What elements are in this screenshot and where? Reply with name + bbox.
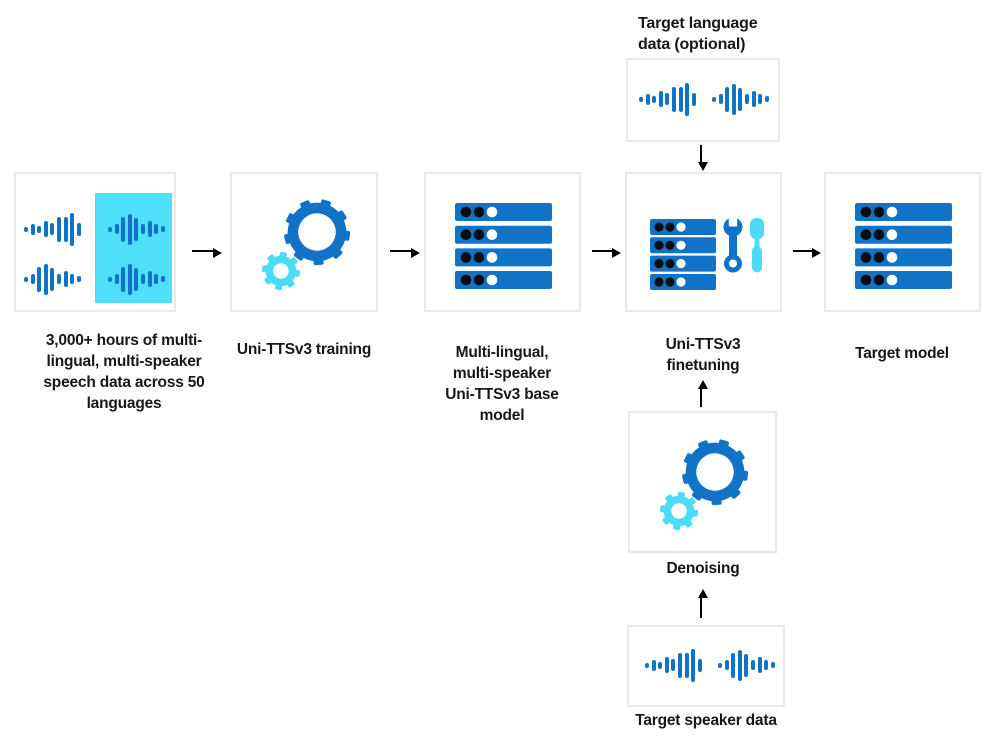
node-training [230, 172, 378, 312]
waveform-icon [639, 81, 696, 117]
arrow-right-icon [793, 248, 821, 259]
arrow-right-icon [592, 248, 621, 259]
wrench-screwdriver-icon [723, 217, 767, 273]
arrow-up-icon [698, 380, 709, 407]
arrow-down-icon [698, 145, 709, 171]
node-target-model [824, 172, 981, 312]
node-target-speaker-data [627, 625, 785, 707]
waveform-icon [24, 261, 81, 297]
caption-finetuning: Uni-TTSv3 finetuning [613, 334, 793, 376]
caption-line: Target speaker data [635, 712, 777, 729]
caption-line: languages [86, 395, 162, 412]
gears-icon [642, 430, 762, 534]
waveform-icon [108, 211, 165, 247]
caption-line: finetuning [666, 357, 740, 374]
caption-line: Uni-TTSv3 training [236, 341, 372, 358]
caption-denoising: Denoising [613, 558, 793, 579]
caption-line: Target language [638, 15, 758, 32]
caption-target-language-data: Target language data (optional) [638, 13, 808, 55]
caption-line: 3,000+ hours of multi- [45, 332, 203, 349]
server-stack-icon [855, 203, 952, 289]
node-denoising [628, 411, 777, 553]
highlight-rect [95, 193, 172, 303]
caption-line: Uni-TTSv3 base [445, 386, 559, 403]
caption-target-model: Target model [812, 343, 992, 364]
caption-line: Uni-TTSv3 [665, 336, 741, 353]
arrow-right-icon [192, 248, 222, 259]
caption-line: data (optional) [638, 36, 746, 53]
gears-icon [244, 190, 364, 294]
caption-line: Multi-lingual, [455, 344, 549, 361]
caption-line: lingual, multi-speaker [46, 353, 202, 370]
waveform-icon [645, 647, 702, 683]
caption-line: Target model [855, 345, 949, 362]
waveform-icon [108, 261, 165, 297]
caption-base-model: Multi-lingual, multi-speaker Uni-TTSv3 b… [412, 342, 592, 426]
arrow-right-icon [390, 248, 420, 259]
waveform-icon [24, 211, 81, 247]
node-finetuning [625, 172, 782, 312]
caption-line: speech data across 50 [43, 374, 205, 391]
arrow-up-icon [698, 589, 709, 618]
caption-line: Denoising [666, 560, 740, 577]
server-stack-icon [650, 219, 716, 290]
caption-training: Uni-TTSv3 training [214, 339, 394, 360]
node-base-model [424, 172, 581, 312]
caption-line: model [479, 407, 525, 424]
waveform-icon [712, 81, 769, 117]
node-speech-data [14, 172, 176, 312]
caption-speech-data: 3,000+ hours of multi- lingual, multi-sp… [4, 330, 244, 414]
server-stack-icon [455, 203, 552, 289]
caption-target-speaker-data: Target speaker data [616, 710, 796, 731]
waveform-icon [718, 647, 775, 683]
caption-line: multi-speaker [452, 365, 552, 382]
node-target-language-data [626, 58, 780, 142]
